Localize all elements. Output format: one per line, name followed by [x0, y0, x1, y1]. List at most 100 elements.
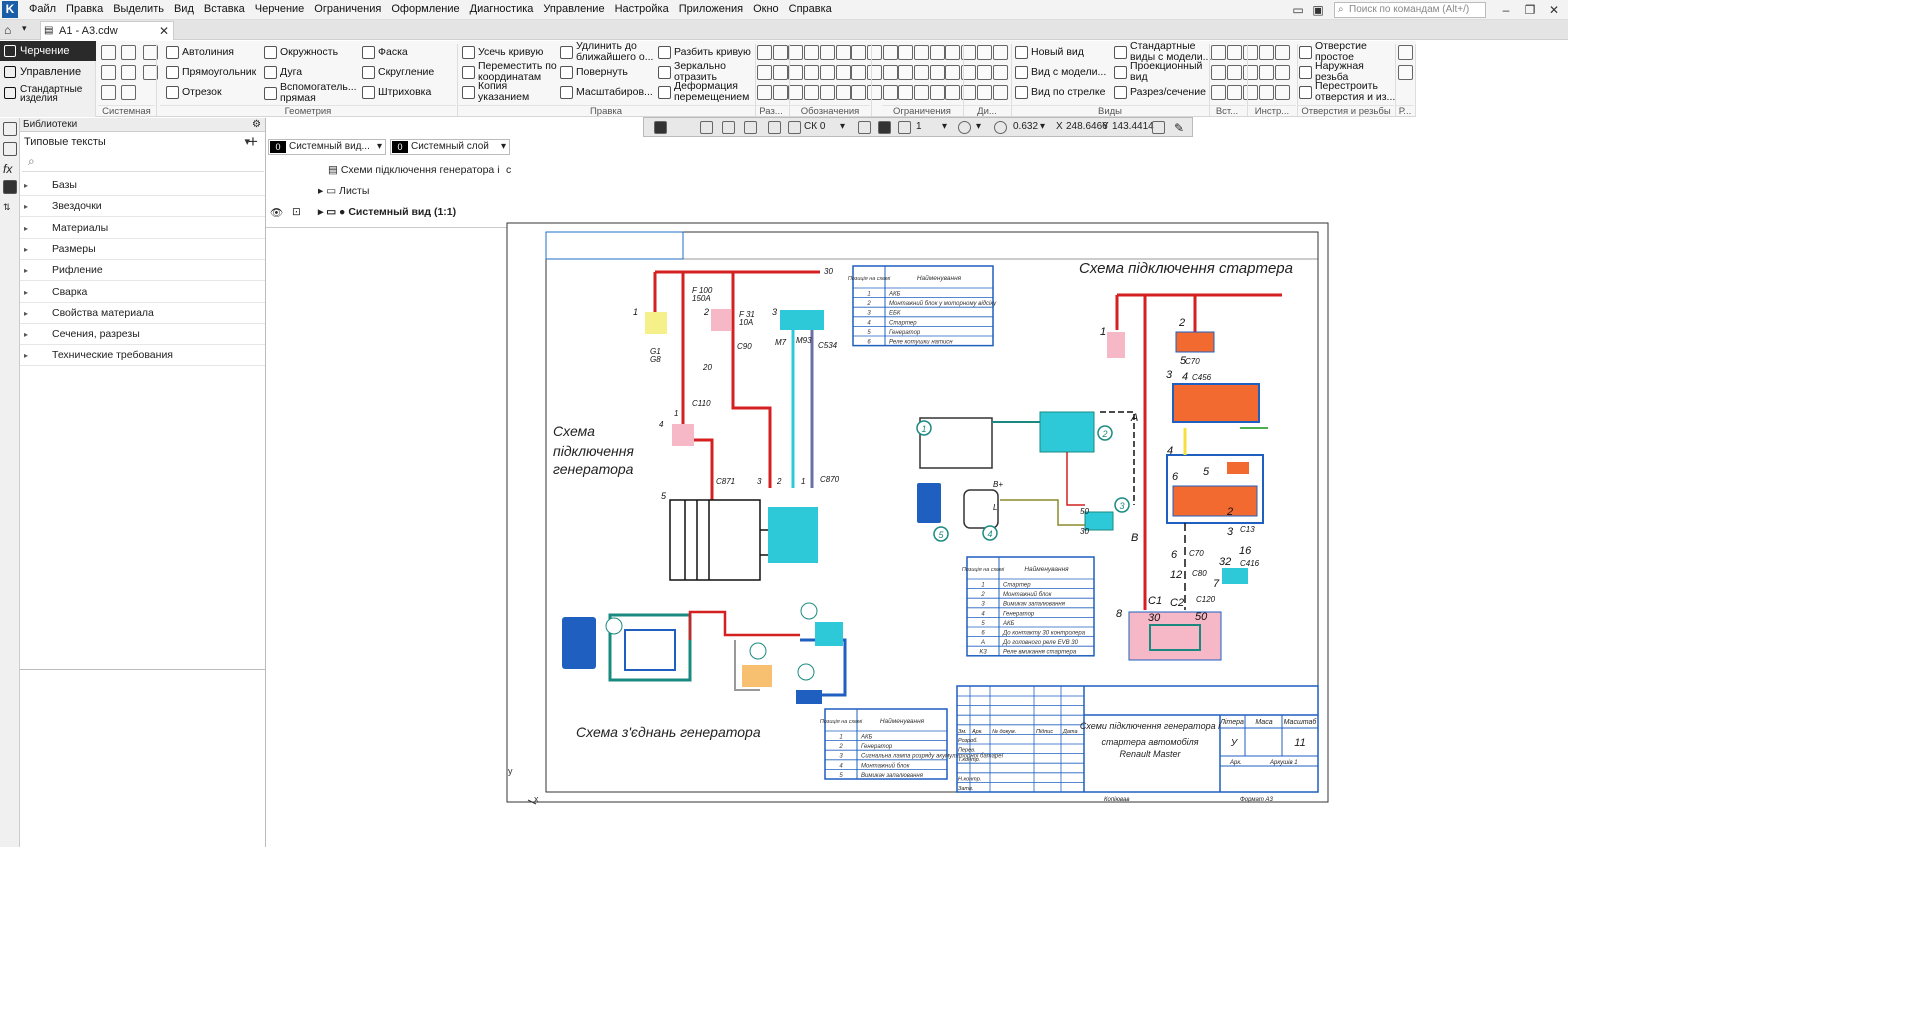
insert-tool-4-2-icon[interactable]	[1275, 85, 1290, 100]
view-tool-2[interactable]: Вид с модели...	[1015, 66, 1106, 79]
menu-6[interactable]: Ограничения	[314, 3, 382, 15]
calculator-icon[interactable]	[1152, 121, 1165, 134]
draw-tool-8-0-icon[interactable]	[882, 45, 898, 60]
draw-tool-7-2-icon[interactable]	[866, 85, 882, 100]
view-tool-5[interactable]: Разрез/сечение	[1114, 86, 1206, 99]
lock-icon[interactable]: ⊡	[292, 206, 301, 218]
draw-tool-0-1-icon[interactable]	[757, 65, 772, 80]
edit-tool-3[interactable]: Переместить по координатам	[462, 61, 557, 83]
panel-splitter[interactable]	[20, 669, 266, 670]
insert-tool-2-0-icon[interactable]	[1243, 45, 1258, 60]
library-item[interactable]: Свойства материала	[20, 303, 265, 324]
draw-tool-12-2-icon[interactable]	[945, 85, 961, 100]
draw-tool-11-0-icon[interactable]	[929, 45, 945, 60]
layers-icon[interactable]: ⇅	[3, 202, 11, 212]
chevron-down-icon[interactable]: ▾	[942, 121, 948, 132]
round-icon[interactable]	[878, 121, 891, 134]
draw-tool-3-0-icon[interactable]	[804, 45, 820, 60]
insert-tool-0-0-icon[interactable]	[1211, 45, 1226, 60]
draw-tool-4-0-icon[interactable]	[819, 45, 835, 60]
menu-7[interactable]: Оформление	[391, 3, 460, 15]
draw-tool-3-1-icon[interactable]	[804, 65, 820, 80]
close-tab-icon[interactable]: ✕	[158, 24, 169, 38]
insert-tool-3-2-icon[interactable]	[1259, 85, 1274, 100]
library-item[interactable]: Рифление	[20, 260, 265, 282]
menu-2[interactable]: Выделить	[113, 3, 164, 15]
r-tool-1-icon[interactable]	[1398, 65, 1413, 80]
geo-tool-0[interactable]: Автолиния	[166, 46, 234, 59]
cs-icon[interactable]	[788, 121, 801, 134]
hole-tool-0[interactable]: Отверстие простое	[1299, 41, 1367, 63]
menu-9[interactable]: Управление	[543, 3, 605, 15]
insert-tool-0-1-icon[interactable]	[1211, 65, 1226, 80]
draw-tool-10-1-icon[interactable]	[914, 65, 929, 80]
eyedropper-icon[interactable]: ✎	[1174, 121, 1185, 135]
edit-tool-5[interactable]: Зеркально отразить	[658, 61, 726, 83]
local-snap-icon[interactable]	[722, 121, 735, 134]
variables-icon[interactable]: fx	[3, 162, 13, 176]
edit-tool-1[interactable]: Удлинить до ближайшего о...	[560, 41, 653, 63]
geo-tool-2[interactable]: Фаска	[362, 46, 408, 59]
draw-tool-2-1-icon[interactable]	[788, 65, 804, 80]
library-select[interactable]: Типовые тексты	[22, 134, 250, 150]
menu-8[interactable]: Диагностика	[469, 3, 534, 15]
menu-4[interactable]: Вставка	[203, 3, 245, 15]
cursor-snap-icon[interactable]	[700, 121, 713, 134]
system-tool-1-icon[interactable]	[121, 45, 136, 60]
system-tool-6-icon[interactable]	[101, 85, 116, 100]
draw-tool-3-2-icon[interactable]	[804, 85, 820, 100]
gear-icon[interactable]: ⚙	[252, 119, 261, 130]
draw-tool-13-2-icon[interactable]	[961, 85, 977, 100]
insert-tool-3-1-icon[interactable]	[1259, 65, 1274, 80]
tree-sheets-node[interactable]: ▸ ▭ Листы	[318, 185, 369, 197]
mode-standard-parts[interactable]: Стандартные изделия	[0, 83, 96, 104]
view-tool-1[interactable]: Стандартные виды с модели...	[1114, 41, 1211, 63]
menu-13[interactable]: Справка	[788, 3, 832, 15]
draw-tool-4-2-icon[interactable]	[819, 85, 835, 100]
add-library-button[interactable]: +	[248, 132, 258, 151]
draw-tool-12-1-icon[interactable]	[945, 65, 961, 80]
draw-tool-11-2-icon[interactable]	[929, 85, 945, 100]
draw-tool-2-0-icon[interactable]	[788, 45, 804, 60]
minimize-button[interactable]: –	[1502, 3, 1510, 17]
library-item[interactable]: Сварка	[20, 282, 265, 303]
view-tool-4[interactable]: Вид по стрелке	[1015, 86, 1105, 99]
geo-tool-8[interactable]: Штриховка	[362, 86, 431, 99]
draw-tool-6-2-icon[interactable]	[851, 85, 867, 100]
hole-tool-1[interactable]: Наружная резьба	[1299, 61, 1364, 83]
draw-tool-8-1-icon[interactable]	[882, 65, 898, 80]
zoom-icon[interactable]	[958, 121, 971, 134]
rotate-cs-icon[interactable]	[744, 121, 757, 134]
draw-tool-10-0-icon[interactable]	[914, 45, 929, 60]
chevron-down-icon[interactable]: ▾	[976, 121, 982, 132]
hole-tool-2[interactable]: Перестроить отверстия и из...	[1299, 81, 1395, 103]
home-icon[interactable]: ⌂	[4, 23, 12, 37]
menu-1[interactable]: Правка	[66, 3, 104, 15]
snap-icon[interactable]	[654, 121, 667, 134]
r-tool-0-icon[interactable]	[1398, 45, 1413, 60]
draw-tool-15-1-icon[interactable]	[992, 65, 1008, 80]
close-window-button[interactable]: ✕	[1548, 3, 1560, 17]
draw-tool-2-2-icon[interactable]	[788, 85, 804, 100]
tree-document-node[interactable]: ▤ Схеми підключення генератора і	[328, 164, 500, 176]
edit-tool-7[interactable]: Масштабиров...	[560, 86, 653, 99]
geo-tool-6[interactable]: Отрезок	[166, 86, 222, 99]
draw-tool-1-0-icon[interactable]	[772, 45, 788, 60]
menu-11[interactable]: Приложения	[678, 3, 744, 15]
system-tool-2-icon[interactable]	[143, 45, 158, 60]
draw-tool-10-2-icon[interactable]	[914, 85, 929, 100]
edit-tool-8[interactable]: Деформация перемещением	[658, 81, 749, 103]
insert-tool-0-2-icon[interactable]	[1211, 85, 1226, 100]
system-tool-5-icon[interactable]	[143, 65, 158, 80]
maximize-button[interactable]: ❐	[1524, 3, 1536, 17]
menu-12[interactable]: Окно	[753, 3, 779, 15]
edit-tool-2[interactable]: Разбить кривую	[658, 46, 751, 59]
system-tool-7-icon[interactable]	[121, 85, 136, 100]
menu-10[interactable]: Настройка	[614, 3, 669, 15]
insert-tool-2-2-icon[interactable]	[1243, 85, 1258, 100]
draw-tool-4-1-icon[interactable]	[819, 65, 835, 80]
draw-tool-5-1-icon[interactable]	[835, 65, 851, 80]
kompas-logo-icon[interactable]: K	[2, 1, 18, 18]
